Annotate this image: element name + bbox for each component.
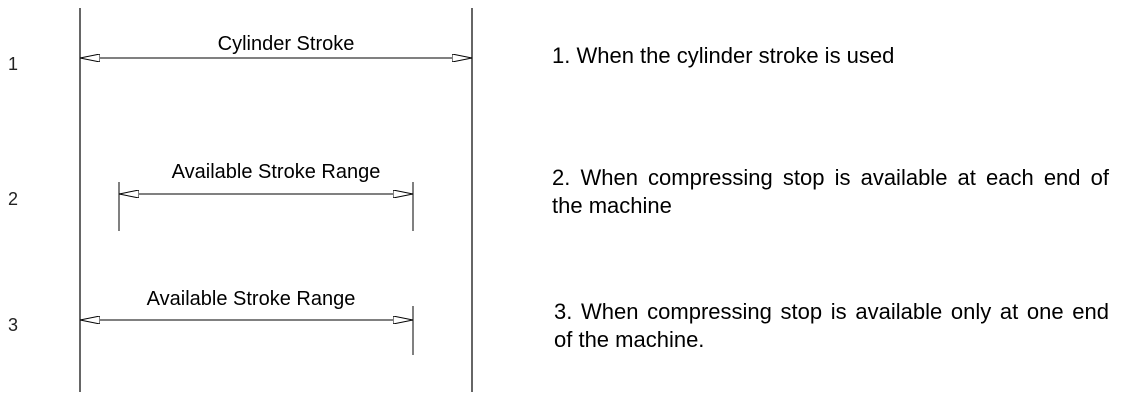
row-number-2: 2 bbox=[8, 189, 19, 209]
row3-description: 3. When compressing stop is available on… bbox=[554, 299, 1109, 352]
row3-range-label: Available Stroke Range bbox=[147, 288, 356, 310]
row2-range-label: Available Stroke Range bbox=[172, 161, 381, 183]
row-number-3: 3 bbox=[8, 315, 19, 335]
row-number-1: 1 bbox=[8, 54, 19, 74]
row2-description: 2. When compressing stop is available at… bbox=[552, 165, 1109, 218]
row1-description: 1. When the cylinder stroke is used bbox=[552, 43, 895, 68]
cylinder-stroke-label: Cylinder Stroke bbox=[218, 33, 355, 55]
